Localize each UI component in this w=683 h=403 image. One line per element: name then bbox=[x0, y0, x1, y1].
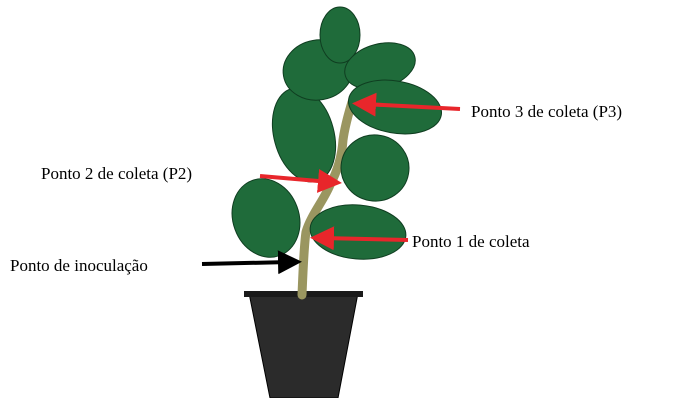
label-p3: Ponto 3 de coleta (P3) bbox=[471, 103, 622, 120]
leaf bbox=[308, 201, 408, 263]
label-p1: Ponto 1 de coleta bbox=[412, 233, 530, 250]
pot bbox=[244, 291, 363, 398]
arrow-p1 bbox=[322, 238, 408, 240]
leaves bbox=[221, 7, 445, 267]
label-p2: Ponto 2 de coleta (P2) bbox=[41, 165, 192, 182]
arrow-inoculation bbox=[202, 262, 290, 264]
pot-body bbox=[249, 293, 358, 398]
label-inoculation: Ponto de inoculação bbox=[10, 257, 148, 274]
leaf bbox=[336, 130, 414, 207]
leaf bbox=[221, 169, 310, 267]
